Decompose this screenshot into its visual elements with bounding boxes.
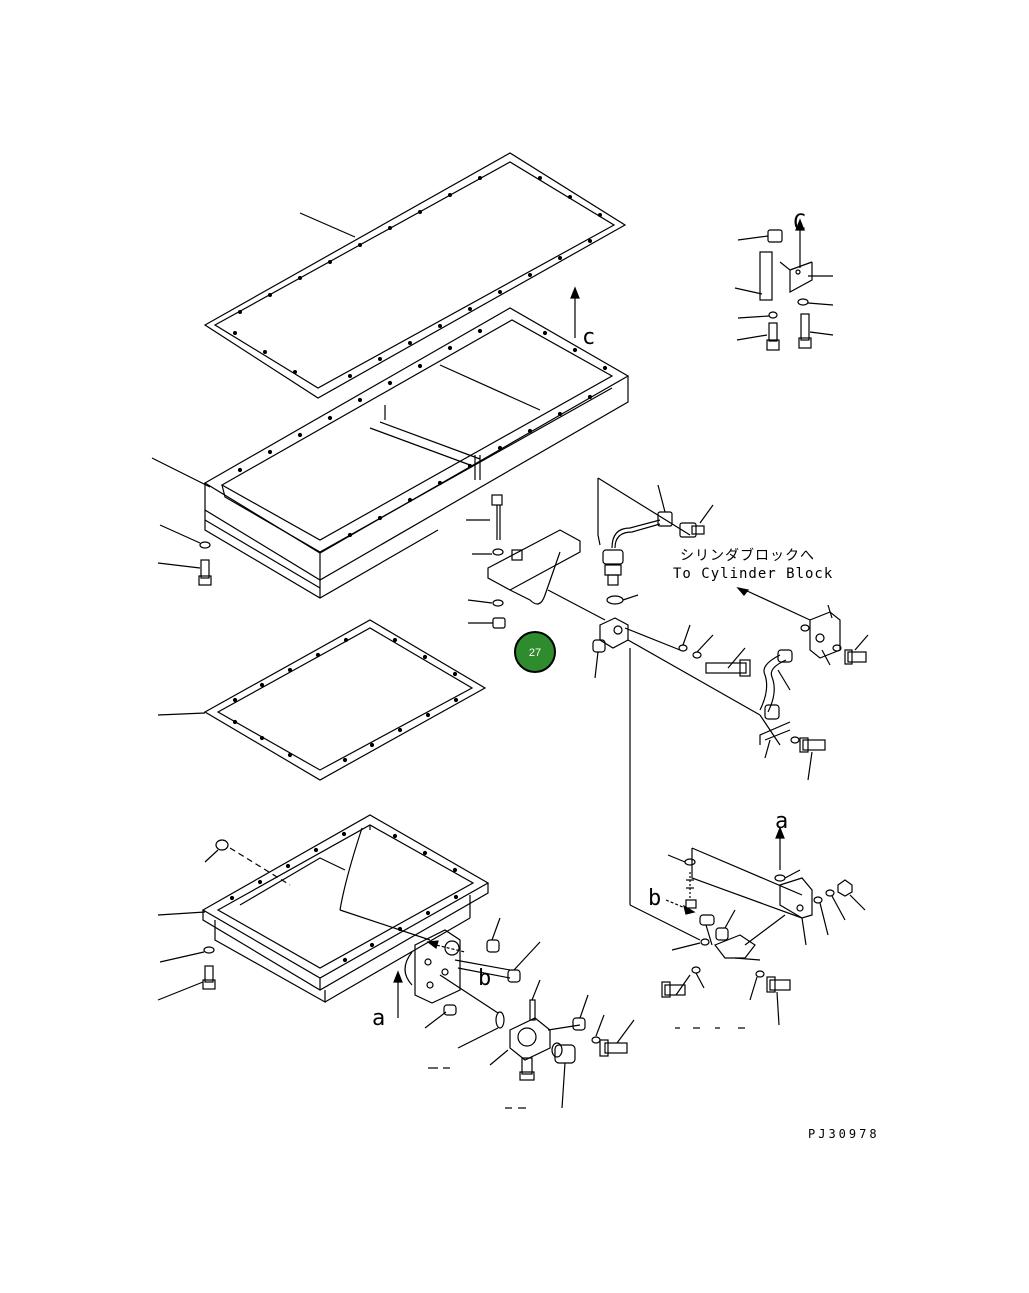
upper-oil-pan-frame [151, 307, 630, 599]
arrow-ref-c-large: c [570, 286, 595, 350]
top-gasket-bolt-holes [233, 176, 602, 378]
ref-c-upper-label: C [793, 211, 806, 236]
japanese-destination-text: シリンダブロックへ [680, 547, 815, 564]
drain-plug-top [215, 839, 229, 851]
callout-27[interactable]: 27 [514, 631, 556, 673]
english-destination-text: To Cylinder Block [673, 566, 833, 582]
frame-bolt-left [157, 524, 212, 586]
leader-top-gasket [299, 212, 356, 238]
destination-label: シリンダブロックへ To Cylinder Block [673, 547, 833, 582]
leader-lower-pan [157, 911, 206, 916]
frame-bolt-holes [237, 328, 608, 538]
middle-gasket [157, 619, 487, 781]
pressure-valve [597, 477, 714, 605]
lower-side-bracket [404, 917, 541, 1049]
ref-a-lower-label: a [372, 1006, 385, 1031]
lower-oil-pan [157, 814, 490, 1004]
arrow-ref-a-lower: a [372, 970, 403, 1031]
right-pipe-assembly [678, 587, 869, 781]
drain-valve-assembly [428, 979, 635, 1109]
arrow-ref-b-lower: b [426, 940, 491, 991]
top-gasket [203, 152, 627, 399]
lower-right-assembly: a b [648, 809, 866, 1029]
callout-circle [514, 631, 556, 673]
leader-middle-gasket [157, 712, 206, 716]
detail-c: C [734, 211, 834, 351]
ref-c-lower-label: c [582, 325, 595, 350]
ref-b-lower-label: b [478, 966, 491, 991]
drawing-code: PJ30978 [808, 1127, 880, 1141]
center-fitting [592, 617, 761, 941]
ref-b-upper-label: b [648, 886, 661, 911]
callout-number: 27 [529, 647, 541, 659]
center-bracket [466, 494, 606, 629]
ref-a-upper-label: a [775, 809, 788, 834]
leader-frame [151, 457, 211, 488]
